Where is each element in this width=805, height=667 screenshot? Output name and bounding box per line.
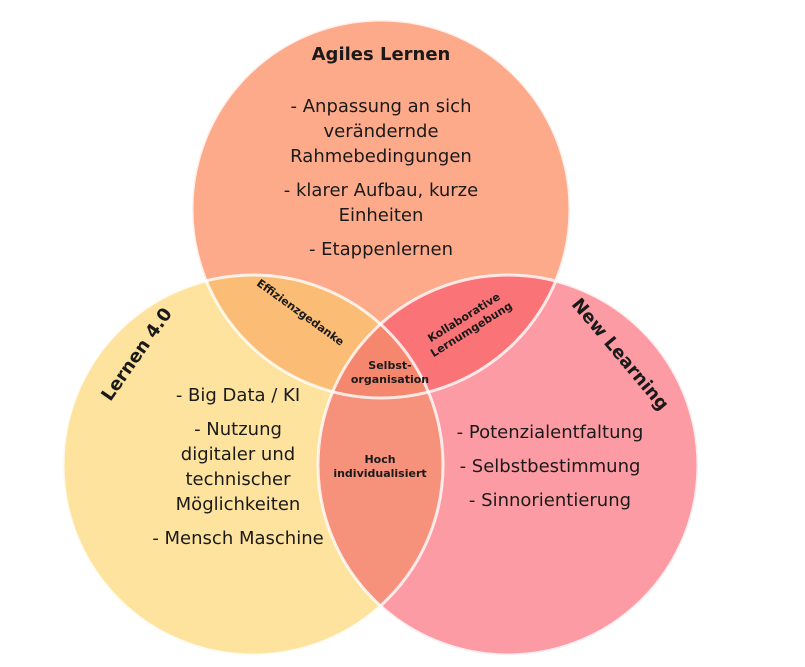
list-item: - Big Data / KI	[175, 385, 301, 406]
new-learning-list: - Potenzialentfaltung - Selbstbestimmung…	[425, 420, 675, 513]
overlap-center	[318, 275, 443, 398]
list-item: digitaler und	[180, 444, 296, 465]
list-item: - Selbstbestimmung	[459, 456, 641, 477]
label-selbstorganisation: Selbst- organisation	[340, 359, 440, 387]
title-agiles-lernen: Agiles Lernen	[311, 44, 451, 65]
list-item: Rahmebedingungen	[290, 146, 472, 167]
list-item: - Nutzung	[194, 419, 282, 440]
list-item: - Etappenlernen	[308, 239, 454, 260]
list-item: - Anpassung an sich	[290, 96, 472, 117]
list-item: - Sinnorientierung	[468, 490, 632, 511]
agiles-lernen-list: - Anpassung an sich verändernde Rahmebed…	[231, 94, 531, 262]
label-hoch-individualisiert: Hoch individualisiert	[325, 453, 435, 481]
list-item: - Potenzialentfaltung	[456, 422, 644, 443]
list-item: Einheiten	[338, 205, 424, 226]
list-item: Möglichkeiten	[175, 494, 301, 515]
label-line: Selbst-	[368, 359, 412, 372]
label-line: organisation	[350, 373, 430, 386]
list-item: technischer	[185, 469, 291, 490]
lernen-4-0-list: - Big Data / KI - Nutzung digitaler und …	[118, 383, 358, 551]
list-item: verändernde	[323, 121, 439, 142]
label-line: individualisiert	[333, 467, 427, 480]
label-line: Hoch	[364, 453, 396, 466]
list-item: - klarer Aufbau, kurze	[283, 180, 479, 201]
list-item: - Mensch Maschine	[152, 528, 324, 549]
